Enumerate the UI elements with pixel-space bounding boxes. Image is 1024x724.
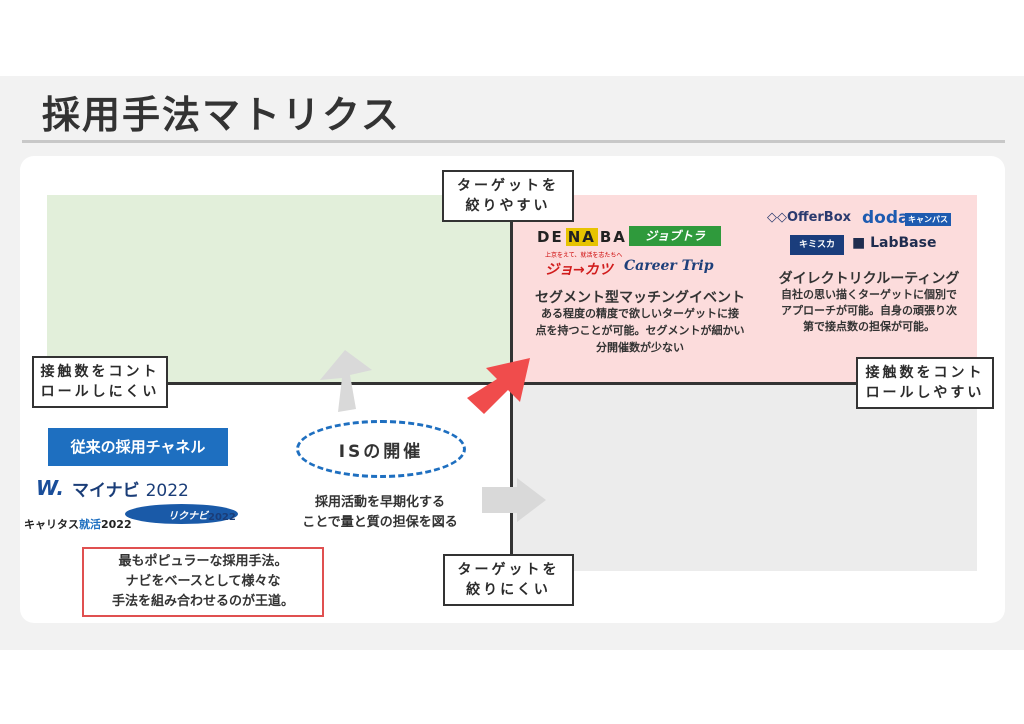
- is-event-description: 採用活動を早期化する ことで量と質の担保を図る: [302, 495, 458, 530]
- direct-recruiting-description: 自社の思い描くターゲットに個別で アプローチが可能。自身の頑張り次 第で接点数の…: [781, 288, 957, 333]
- jobutora-logo: ジョブトラ: [629, 226, 721, 246]
- gray-arrow-right-icon: [482, 478, 546, 522]
- direct-recruiting-title: ダイレクトリクルーティング: [778, 271, 960, 287]
- quadrant-top-left: [47, 195, 511, 384]
- rikunabi-logo: リクナビ: [168, 511, 208, 522]
- axis-label-right: 接触数をコント ロールしやすい: [856, 357, 994, 409]
- traditional-channel-label: 従来の採用チャネル: [48, 428, 228, 466]
- segment-title: セグメント型マッチングイベント: [535, 290, 745, 306]
- jokatsu-tagline: 上京をえて、就活を志たちへ: [545, 252, 623, 259]
- labbase-logo: ■ LabBase: [852, 235, 937, 251]
- mynavi-logo: マイナビ 2022: [72, 481, 189, 501]
- is-event-ellipse: ISの開催: [296, 420, 466, 478]
- caritas-logo: キャリタス就活2022: [24, 518, 132, 531]
- axis-label-left: 接触数をコント ロールしにくい: [32, 356, 168, 408]
- doda-logo: doda: [862, 208, 910, 228]
- jokatsu-logo: ジョ→カツ: [545, 262, 613, 278]
- title-divider: [22, 140, 1005, 143]
- traditional-note: 最もポピュラーな採用手法。 ナビをベースとして様々な 手法を組み合わせるのが王道…: [82, 547, 324, 617]
- doda-campus-badge: キャンパス: [905, 213, 951, 226]
- axis-label-top: ターゲットを 絞りやすい: [442, 170, 574, 222]
- quadrant-top-right: [511, 195, 977, 384]
- offerbox-logo: ◇◇OfferBox: [767, 210, 852, 225]
- quadrant-bottom-right: [511, 384, 977, 571]
- career-trip-logo: Career Trip: [624, 258, 714, 274]
- red-arrow-up-right-icon: [467, 358, 530, 414]
- rikunabi-swoosh-icon: [125, 504, 238, 524]
- axis-label-bottom: ターゲットを 絞りにくい: [443, 554, 574, 606]
- mynavi-mark-icon: W.: [36, 476, 64, 500]
- kimisuka-logo: キミスカ: [790, 235, 844, 255]
- segment-description: ある程度の精度で欲しいターゲットに接 点を持つことが可能。セグメントが細かい 分…: [535, 307, 745, 354]
- gray-arrow-up-icon: [320, 350, 372, 412]
- page-title: 採用手法マトリクス: [42, 93, 401, 137]
- rikunabi-year: 2022: [208, 512, 236, 523]
